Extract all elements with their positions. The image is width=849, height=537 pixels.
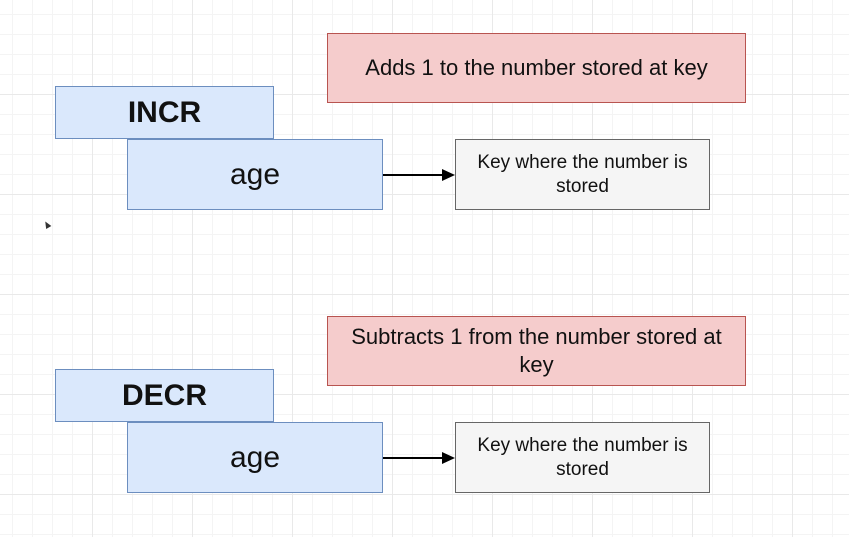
incr-description: Adds 1 to the number stored at key	[327, 33, 746, 103]
incr-command-box: INCR	[55, 86, 274, 139]
incr-key-note: Key where the number is stored	[455, 139, 710, 210]
mouse-cursor-icon	[42, 219, 52, 230]
decr-description: Subtracts 1 from the number stored at ke…	[327, 316, 746, 386]
incr-arrow	[383, 169, 455, 181]
decr-key-argument: age	[127, 422, 383, 493]
decr-arrow	[383, 452, 455, 464]
incr-key-argument: age	[127, 139, 383, 210]
decr-command-box: DECR	[55, 369, 274, 422]
decr-key-note: Key where the number is stored	[455, 422, 710, 493]
